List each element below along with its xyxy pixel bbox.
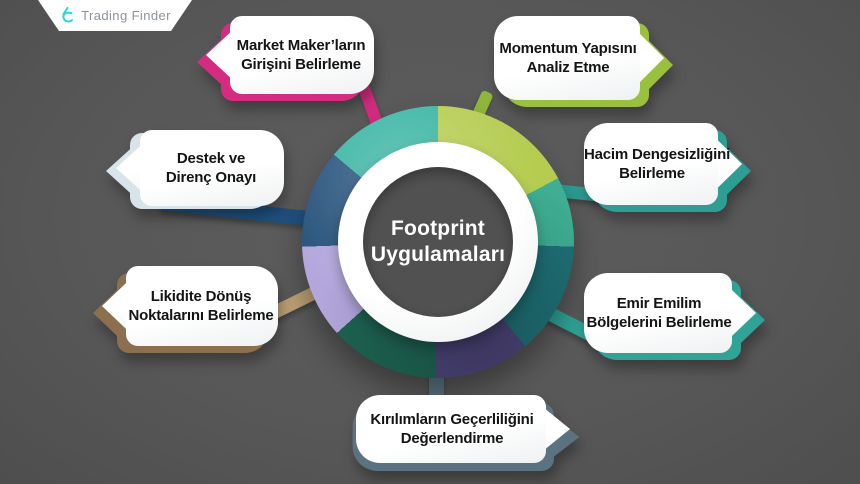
callout-body [102, 266, 278, 346]
callout-hacim: Hacim Dengesizliğini Belirleme [584, 123, 751, 212]
callout-label: Destek ve Direnç Onayı [165, 149, 257, 187]
callout-body [206, 16, 374, 94]
trading-finder-icon [59, 7, 74, 24]
logo-text: Trading Finder [81, 8, 171, 23]
donut-center-label: Footprint Uygulamaları [363, 167, 513, 317]
callout-body [584, 123, 742, 205]
callout-label: Hacim Dengesizliğini Belirleme [584, 145, 731, 183]
callout-label: Emir Emilim Bölgelerini Belirleme [586, 294, 732, 332]
callout-kirilim: Kırılımların Geçerliliğini Değerlendirme [352, 395, 580, 471]
callout-destek: Destek ve Direnç Onayı [106, 130, 284, 209]
callout-label: Kırılımların Geçerliliğini Değerlendirme [370, 410, 534, 448]
callout-body [356, 395, 570, 463]
center-title-line1: Footprint [391, 216, 485, 240]
callout-label: Momentum Yapısını Analiz Etme [499, 39, 637, 77]
callout-label: Likidite Dönüş Noktalarını Belirleme [128, 287, 274, 325]
callout-emir: Emir Emilim Bölgelerini Belirleme [584, 273, 765, 360]
logo-badge[interactable]: Trading Finder [38, 0, 192, 31]
callout-body [494, 16, 664, 100]
callout-market-maker: Market Maker’ların Girişini Belirleme [197, 16, 374, 101]
callout-body [116, 130, 284, 206]
callout-label: Market Maker’ların Girişini Belirleme [236, 36, 366, 74]
donut-chart: Footprint Uygulamaları [302, 106, 574, 378]
callout-body [584, 273, 756, 353]
center-title-line2: Uygulamaları [370, 243, 506, 266]
callout-momentum: Momentum Yapısını Analiz Etme [494, 16, 673, 107]
callout-likidite: Likidite Dönüş Noktalarını Belirleme [93, 266, 278, 353]
